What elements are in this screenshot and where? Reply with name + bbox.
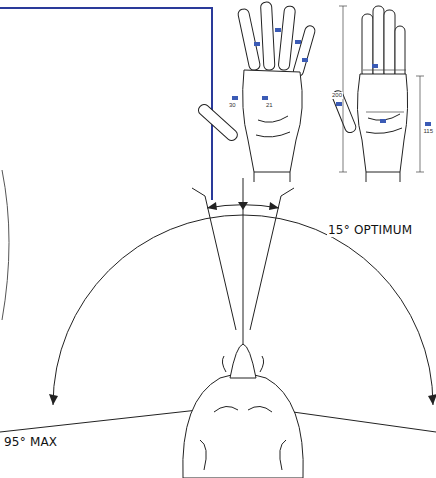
head-top-view: [183, 344, 303, 478]
head-sight-lines: [0, 178, 436, 478]
dimension-lines: [339, 6, 424, 172]
open-hand: [196, 2, 316, 182]
dimension-number: 21: [265, 102, 274, 109]
dimension-number: 30: [228, 102, 237, 109]
arrowheads: [49, 202, 436, 405]
dimension-number: 200: [331, 92, 343, 99]
panel-frame: [0, 8, 212, 200]
angle-label: 95° MAX: [3, 436, 58, 449]
closed-hand: [331, 6, 408, 182]
blue-markers: [232, 28, 431, 126]
angle-label: 15° OPTIMUM: [327, 224, 413, 237]
curve-fragment: [2, 170, 9, 320]
dimension-number: 115: [422, 128, 434, 135]
